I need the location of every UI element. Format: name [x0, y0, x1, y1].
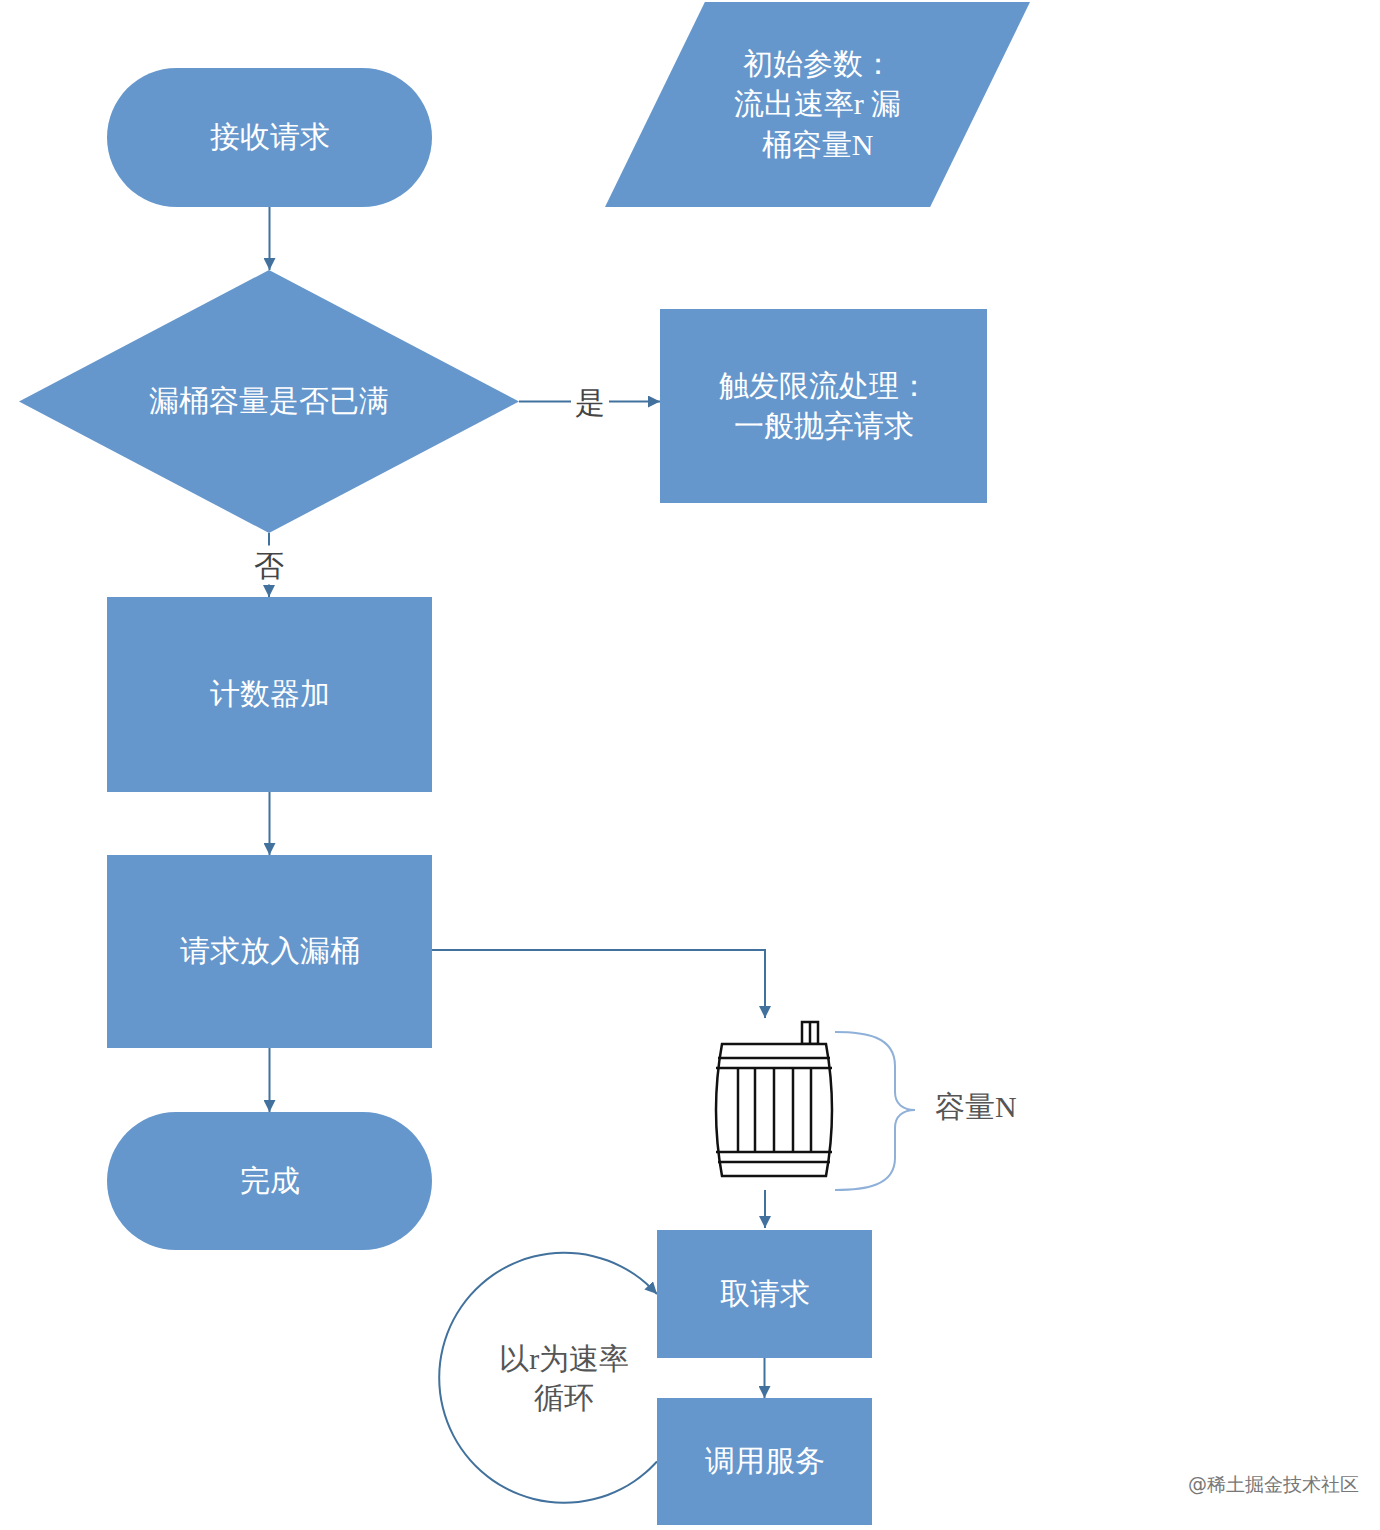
input-parallelogram: 初始参数： 流出速率r 漏桶容量N — [605, 2, 1030, 207]
flow-arrow — [764, 1358, 766, 1398]
edge-label: 否 — [250, 546, 288, 585]
node-text: 漏桶容量是否已满 — [149, 381, 389, 422]
process-box: 触发限流处理： 一般抛弃请求 — [660, 309, 987, 503]
process-box: 请求放入漏桶 — [107, 855, 432, 1048]
loop-label: 以r为速率 循环 — [478, 1339, 651, 1417]
node-text: 完成 — [240, 1161, 300, 1202]
decision-diamond: 漏桶容量是否已满 — [19, 270, 519, 533]
capacity-bracket — [835, 1032, 915, 1190]
loop-arrow — [439, 1253, 657, 1503]
process-box: 调用服务 — [657, 1398, 872, 1525]
process-box: 计数器加 — [107, 597, 432, 792]
node-text: 请求放入漏桶 — [180, 931, 360, 972]
flow-arrow — [269, 1048, 271, 1112]
watermark: @稀土掘金技术社区 — [1188, 1472, 1359, 1498]
terminal-pill: 接收请求 — [107, 68, 432, 207]
node-text: 调用服务 — [705, 1441, 825, 1482]
node-text: 接收请求 — [210, 117, 330, 158]
terminal-pill: 完成 — [107, 1112, 432, 1250]
edge-label: 是 — [571, 382, 609, 421]
node-text: 触发限流处理： 一般抛弃请求 — [711, 366, 936, 447]
process-box: 取请求 — [657, 1230, 872, 1358]
feed-line — [432, 950, 765, 1018]
flow-arrow — [269, 207, 271, 270]
barrel — [716, 1022, 832, 1176]
node-text: 取请求 — [720, 1274, 810, 1315]
node-text: 初始参数： 流出速率r 漏桶容量N — [730, 44, 905, 166]
flow-arrow — [269, 792, 271, 855]
node-text: 计数器加 — [210, 674, 330, 715]
capacity-label: 容量N — [935, 1087, 1017, 1128]
drain-line — [764, 1190, 766, 1228]
